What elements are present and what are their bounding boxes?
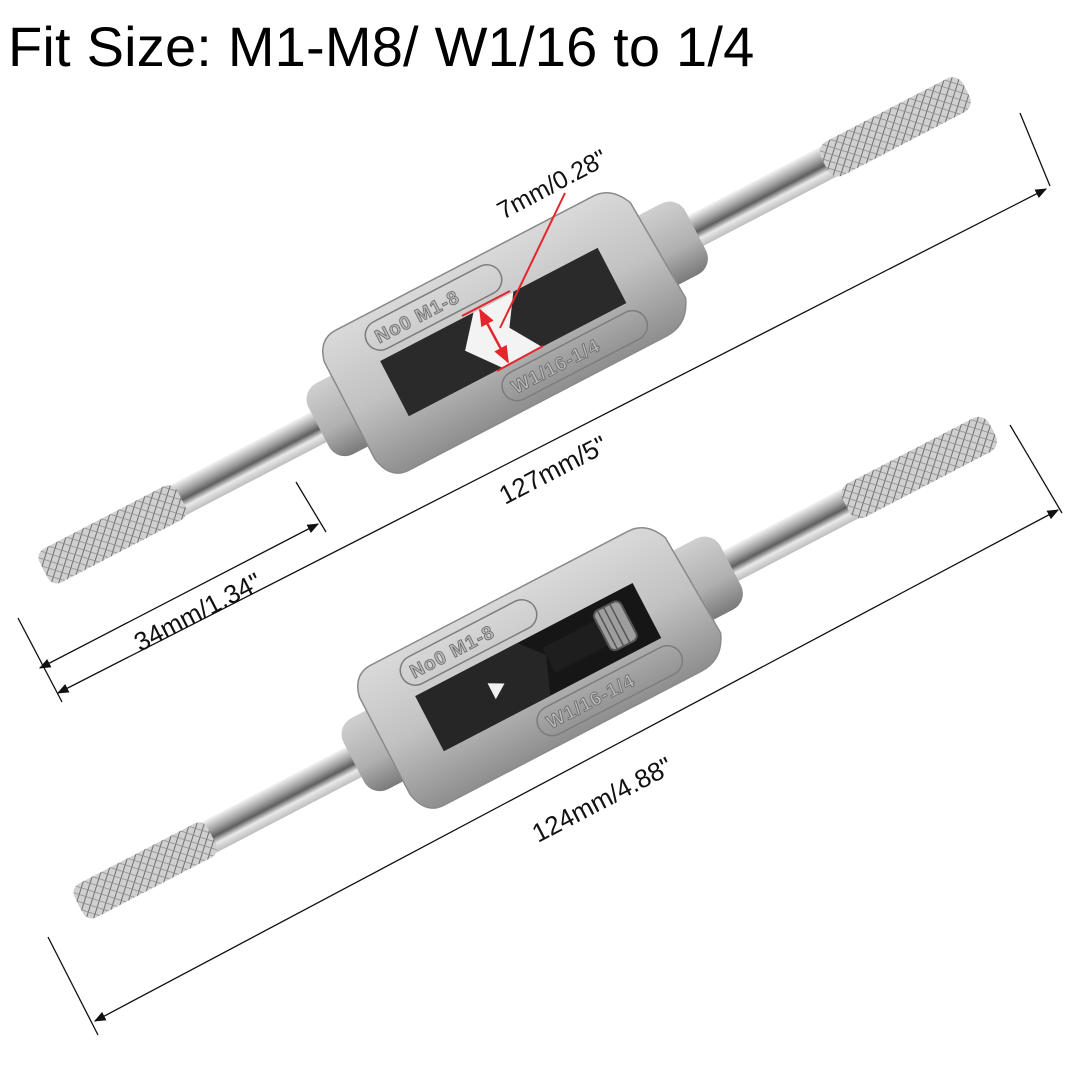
tap-wrench-bottom: No0 M1-8 W1/16-1/4 <box>73 416 997 919</box>
overall-length-label-top: 127mm/5" <box>494 429 612 510</box>
knurled-grip-left <box>38 485 187 584</box>
tap-wrench-top: No0 M1-8 W1/16-1/4 <box>38 77 971 584</box>
knurled-grip-left <box>73 822 218 919</box>
overall-length-label-bottom: 124mm/4.88" <box>527 751 677 849</box>
fit-size-headline: Fit Size: M1-M8/ W1/16 to 1/4 <box>8 15 755 78</box>
knurled-grip-right <box>819 77 971 177</box>
knurled-grip-right <box>841 416 997 519</box>
